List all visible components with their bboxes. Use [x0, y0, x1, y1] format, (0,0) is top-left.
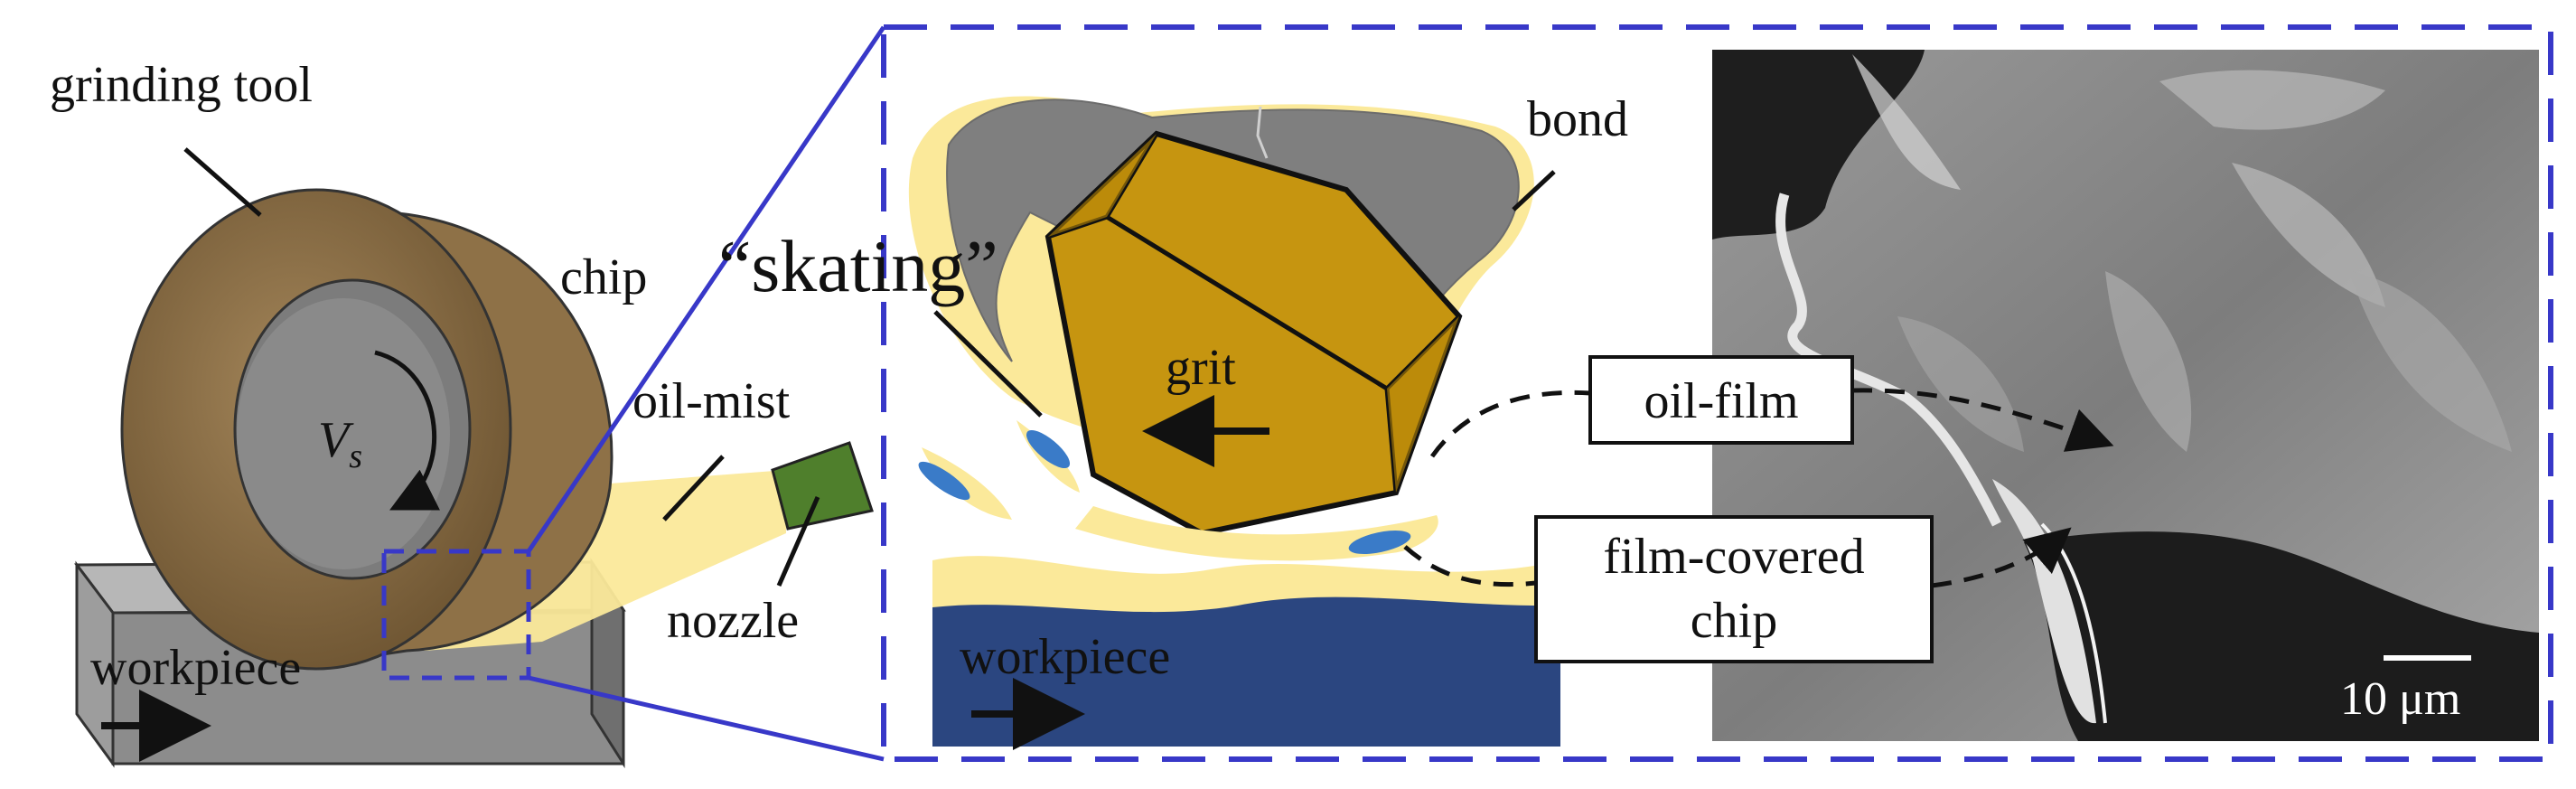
zoom-line-bottom [528, 675, 885, 762]
workpiece-zoom-label: workpiece [960, 629, 1170, 685]
bond-label: bond [1527, 91, 1628, 147]
skating-leader [933, 310, 1043, 418]
skating-oil-drop [918, 461, 970, 501]
nozzle-leader [776, 495, 820, 587]
oil-film-label-box [1588, 355, 1854, 445]
oil-mist-leader [662, 455, 725, 521]
grinding-tool-label: grinding tool [50, 57, 313, 113]
zoom-region-box [381, 549, 531, 681]
chip-label: chip [560, 249, 647, 305]
grit-label: grit [1166, 340, 1236, 396]
film-covered-chip-label-line2: chip [1691, 593, 1777, 649]
bond-leader [1512, 170, 1556, 211]
grinding-wheel [120, 188, 614, 671]
film-covered-chip-leader [1403, 545, 1537, 587]
nozzle [771, 441, 874, 531]
zoom-callout-frame [881, 24, 2553, 762]
scale-bar-label: 10 μm [2340, 673, 2460, 725]
film-covered-chip-label-box [1534, 515, 1934, 663]
skating-label: “skating” [718, 225, 998, 307]
skating-oil-drop [1348, 531, 1411, 554]
velocity-subscript: s [349, 437, 362, 475]
velocity-label: Vs [318, 412, 362, 475]
oil-film-leader [1429, 390, 1591, 458]
film-covered-chip-label-line1: film-covered [1603, 529, 1864, 585]
rotation-arrow-icon [374, 350, 440, 511]
workpiece-label: workpiece [90, 640, 301, 696]
oil-mist-label: oil-mist [632, 373, 791, 429]
oil-film-label: oil-film [1644, 373, 1798, 429]
skating-oil-drop [1026, 429, 1071, 469]
zoom-line-top [526, 25, 886, 553]
grinding-tool-leader [183, 147, 262, 217]
nozzle-label: nozzle [667, 593, 799, 649]
velocity-symbol: V [318, 412, 354, 468]
film-covered-chip-arrow [1931, 527, 2072, 588]
